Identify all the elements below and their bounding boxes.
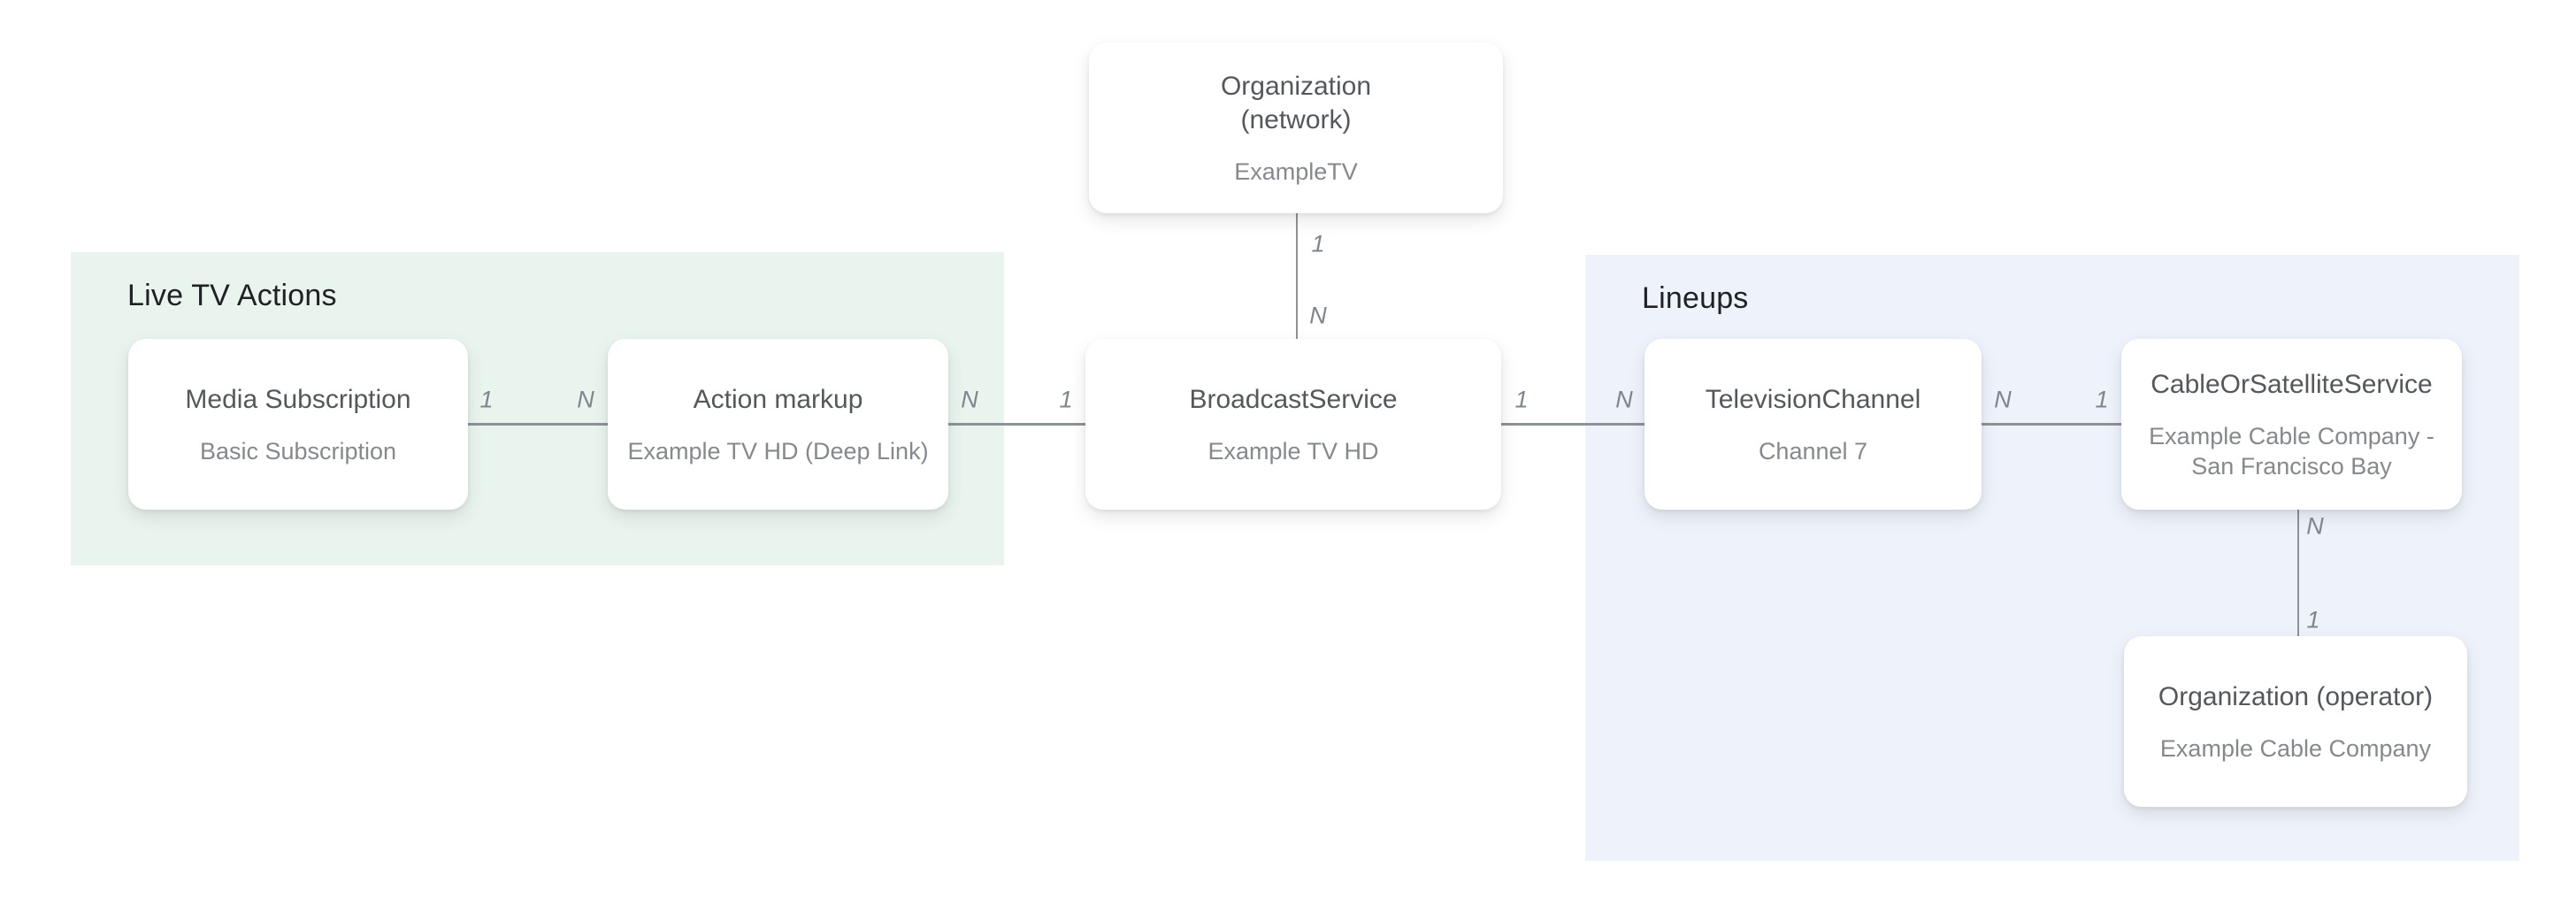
node-subtitle-television-channel: Channel 7 [1758, 437, 1868, 465]
node-subtitle-organization-operator: Example Cable Company [2159, 734, 2432, 762]
node-title-broadcast-service: BroadcastService [1189, 384, 1398, 414]
cardinality-label: N [1615, 386, 1633, 413]
node-subtitle-action-markup: Example TV HD (Deep Link) [627, 437, 929, 465]
node-title-television-channel: TelevisionChannel [1705, 384, 1921, 414]
edge-organization-network--broadcast-service [1296, 213, 1298, 339]
cardinality-label: N [961, 386, 978, 413]
cardinality-label: N [2306, 512, 2324, 540]
node-subtitle-organization-network: ExampleTV [1234, 157, 1358, 185]
edge-action-markup--broadcast-service [948, 423, 1085, 426]
node-organization-operator: Organization (operator) Example Cable Com… [2124, 636, 2467, 807]
cardinality-label: 1 [2095, 386, 2109, 413]
edge-cable-or-satellite-service--organization-operator [2297, 510, 2299, 636]
cardinality-label: 1 [479, 386, 494, 413]
node-organization-network: Organization (network) ExampleTV [1089, 42, 1503, 213]
node-title-action-markup: Action markup [693, 384, 863, 414]
cardinality-label: 1 [1311, 230, 1325, 257]
cardinality-label: 1 [1514, 386, 1529, 413]
cardinality-label: N [1994, 386, 2012, 413]
node-title-organization-operator: Organization (operator) [2158, 681, 2434, 711]
region-title-lineups: Lineups [1642, 281, 1749, 315]
region-title-live-tv-actions: Live TV Actions [127, 279, 337, 312]
cardinality-label: 1 [2306, 606, 2320, 633]
node-subtitle-cable-or-satellite-service: Example Cable Company - San Francisco Ba… [2149, 422, 2434, 480]
cardinality-label: 1 [1059, 386, 1073, 413]
node-subtitle-broadcast-service: Example TV HD [1208, 437, 1379, 465]
node-title-organization-network: Organization (network) [1220, 71, 1372, 134]
edge-television-channel--cable-or-satellite-service [1982, 423, 2121, 426]
edge-media-subscription--action-markup [468, 423, 608, 426]
node-title-cable-or-satellite-service: CableOrSatelliteService [2150, 369, 2433, 399]
edge-broadcast-service--television-channel [1501, 423, 1644, 426]
node-subtitle-media-subscription: Basic Subscription [199, 437, 397, 465]
cardinality-label: N [577, 386, 594, 413]
cardinality-label: N [1309, 302, 1327, 329]
node-title-media-subscription: Media Subscription [185, 384, 411, 414]
